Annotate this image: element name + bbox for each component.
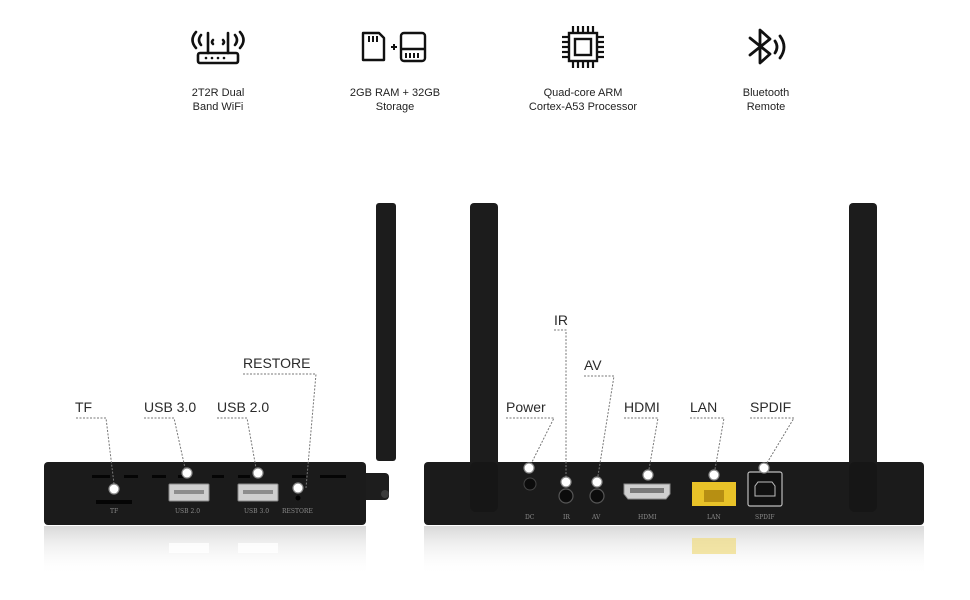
callout-label-restore: RESTORE bbox=[243, 355, 311, 371]
callout-label-power: Power bbox=[506, 399, 546, 415]
callout-label-lan: LAN bbox=[690, 399, 718, 415]
feature-wifi-line1: 2T2R Dual bbox=[191, 87, 245, 99]
feature-memory-line1: 2GB RAM + 32GB bbox=[349, 87, 441, 99]
callout-label-tf: TF bbox=[75, 399, 93, 415]
callout-label-usb20: USB 2.0 bbox=[217, 399, 270, 415]
callout-dot-hdmi bbox=[642, 469, 654, 481]
callout-dot-tf bbox=[108, 483, 120, 495]
wifi-router-icon bbox=[128, 24, 308, 70]
callout-dot-power bbox=[523, 462, 535, 474]
port-label-av: AV bbox=[592, 514, 601, 521]
callout-dot-av bbox=[591, 476, 603, 488]
port-label-dc: DC bbox=[525, 514, 535, 521]
device-back-view: Power IR AV HDMI LAN SPDIF DC IR AV HDMI… bbox=[424, 200, 927, 580]
callout-dot-restore bbox=[292, 482, 304, 494]
callout-dot-lan bbox=[708, 469, 720, 481]
feature-processor: Quad-core ARM Cortex-A53 Processor bbox=[493, 24, 673, 114]
feature-processor-line1: Quad-core ARM bbox=[543, 87, 623, 99]
port-label-spdif: SPDIF bbox=[755, 514, 775, 521]
callout-label-usb30: USB 3.0 bbox=[144, 399, 197, 415]
port-label-usb-b: USB 3.0 bbox=[244, 508, 270, 515]
bluetooth-icon bbox=[676, 24, 856, 70]
feature-bluetooth-line1: Bluetooth bbox=[742, 87, 790, 99]
callout-label-av: AV bbox=[584, 357, 602, 373]
feature-memory: 2GB RAM + 32GB Storage bbox=[305, 24, 485, 114]
callout-label-hdmi: HDMI bbox=[624, 399, 660, 415]
feature-memory-line2: Storage bbox=[375, 101, 415, 113]
features-row: 2T2R Dual Band WiFi 2GB RAM + 32GB Stor bbox=[0, 0, 970, 130]
port-label-usb-a: USB 2.0 bbox=[175, 508, 201, 515]
feature-wifi: 2T2R Dual Band WiFi bbox=[128, 24, 308, 114]
port-label-restore: RESTORE bbox=[282, 508, 313, 515]
callout-dot-ir bbox=[560, 476, 572, 488]
feature-processor-line2: Cortex-A53 Processor bbox=[528, 101, 638, 113]
callout-dot-usb20 bbox=[252, 467, 264, 479]
callout-label-ir: IR bbox=[554, 312, 568, 328]
port-label-lan: LAN bbox=[707, 514, 721, 521]
feature-bluetooth-line2: Remote bbox=[746, 101, 786, 113]
memory-storage-icon bbox=[305, 24, 485, 70]
port-label-hdmi: HDMI bbox=[638, 514, 657, 521]
feature-wifi-line2: Band WiFi bbox=[192, 101, 244, 113]
callout-dot-spdif bbox=[758, 462, 770, 474]
port-label-tf: TF bbox=[110, 508, 119, 515]
processor-chip-icon bbox=[493, 24, 673, 70]
callout-dot-usb30 bbox=[181, 467, 193, 479]
port-label-ir: IR bbox=[563, 514, 570, 521]
device-side-view: TF USB 3.0 USB 2.0 RESTORE TF USB 2.0 US… bbox=[42, 200, 422, 580]
feature-bluetooth: Bluetooth Remote bbox=[676, 24, 856, 114]
callout-label-spdif: SPDIF bbox=[750, 399, 792, 415]
